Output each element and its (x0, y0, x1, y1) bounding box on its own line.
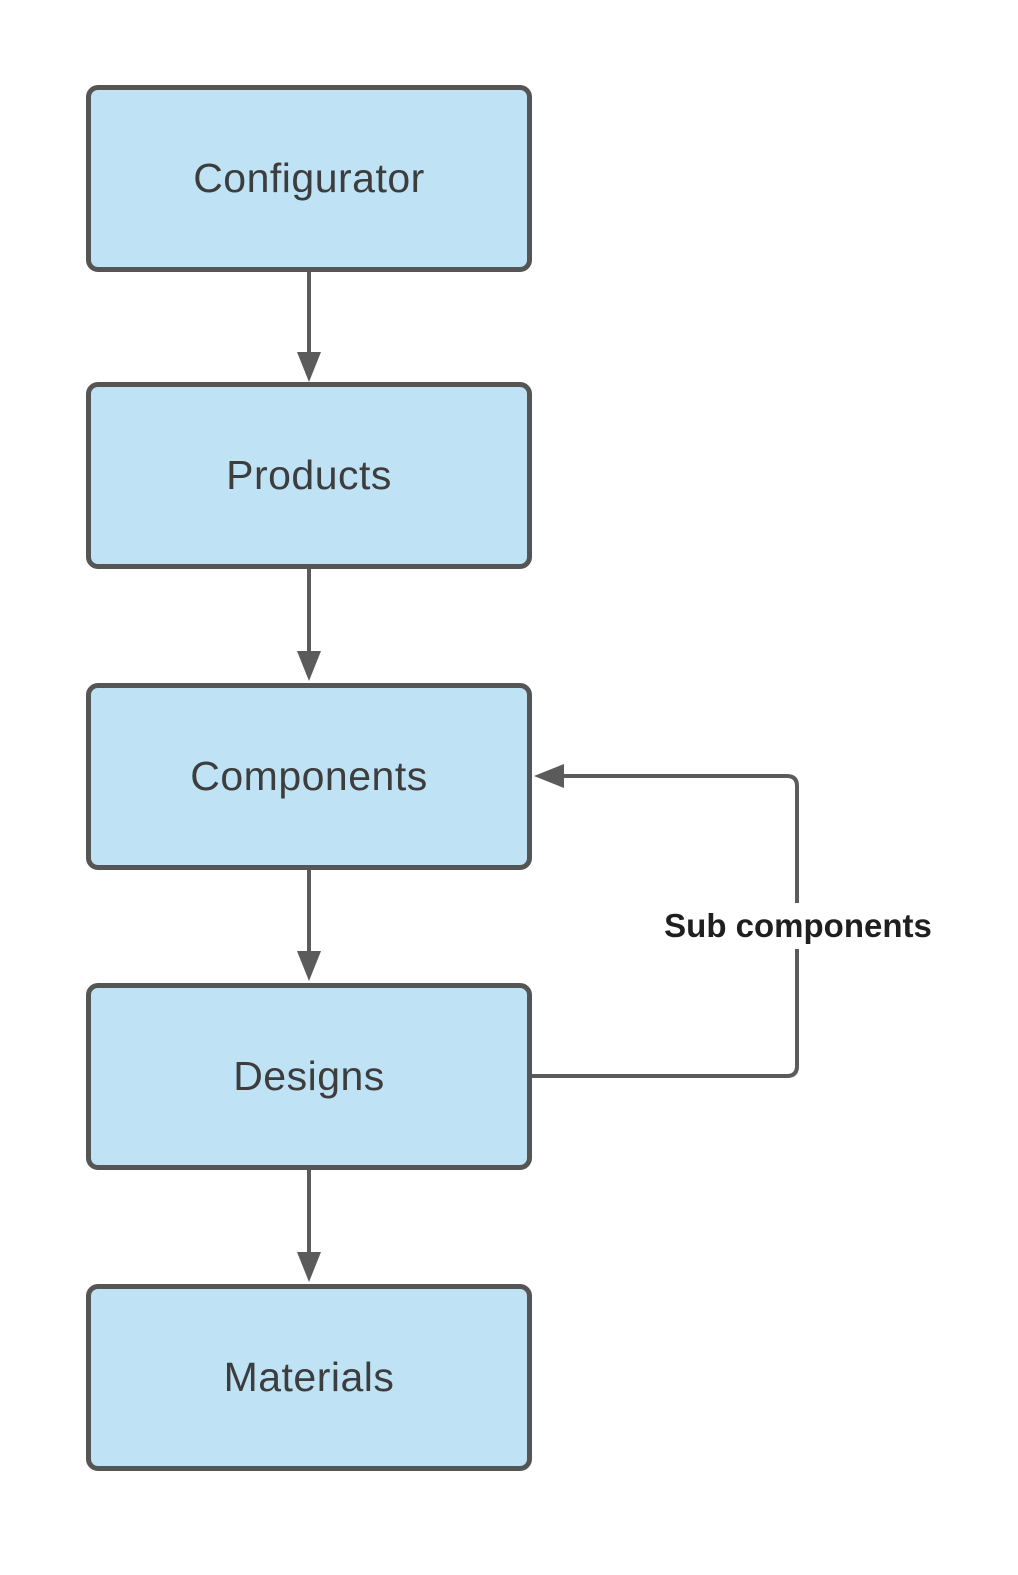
edge-configurator-products (297, 272, 321, 382)
edge-label-sub-components: Sub components (658, 903, 938, 949)
node-materials: Materials (86, 1284, 532, 1471)
node-label: Products (226, 452, 392, 498)
arrowhead-down-icon (297, 352, 321, 382)
node-products: Products (86, 382, 532, 569)
node-label: Components (190, 753, 428, 799)
arrowhead-down-icon (297, 651, 321, 681)
edge-products-components (297, 569, 321, 681)
edge-components-designs (297, 870, 321, 981)
node-label: Designs (233, 1053, 385, 1099)
node-designs: Designs (86, 983, 532, 1170)
edge-designs-materials (297, 1170, 321, 1282)
node-components: Components (86, 683, 532, 870)
arrowhead-down-icon (297, 951, 321, 981)
node-label: Materials (223, 1354, 395, 1400)
node-label: Configurator (193, 155, 425, 201)
arrowhead-down-icon (297, 1252, 321, 1282)
node-configurator: Configurator (86, 85, 532, 272)
arrowhead-left-icon (534, 764, 564, 788)
